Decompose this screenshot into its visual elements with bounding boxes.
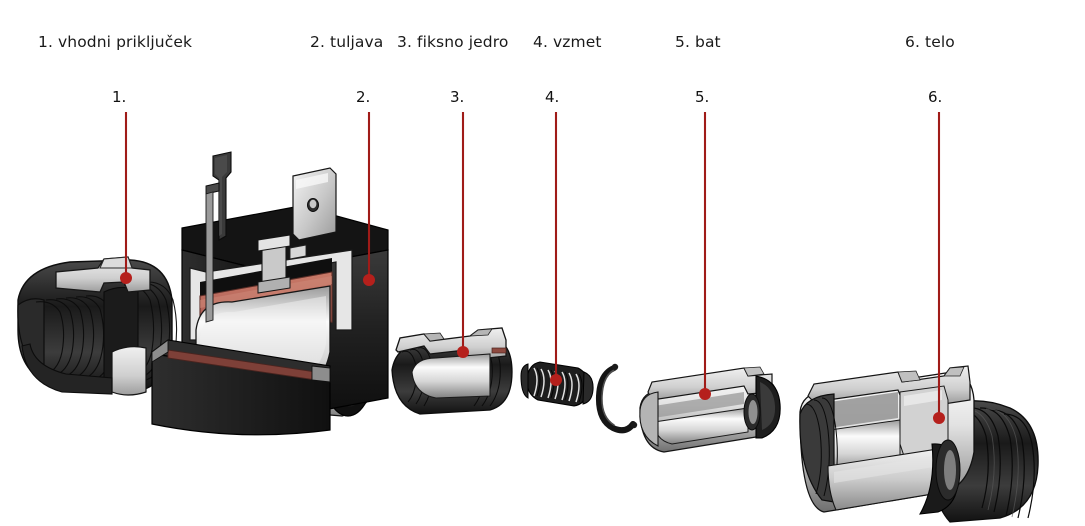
leader-lines (120, 112, 945, 424)
part-6-body (799, 365, 1039, 523)
callout-number-5: 5. (695, 88, 710, 106)
top-label-5: 5. bat (675, 33, 721, 51)
callout-number-1: 1. (112, 88, 127, 106)
callout-number-3: 3. (450, 88, 465, 106)
top-label-3: 3. fiksno jedro (397, 33, 509, 51)
callout-number-2: 2. (356, 88, 371, 106)
part-3-fixed-core (391, 327, 513, 415)
part-2-coil (151, 151, 389, 436)
callout-number-4: 4. (545, 88, 560, 106)
top-label-6: 6. telo (905, 33, 955, 51)
part-4-spring (520, 361, 638, 434)
part-5-plunger (639, 366, 781, 453)
top-label-4: 4. vzmet (533, 33, 602, 51)
top-label-1: 1. vhodni priključek (38, 33, 193, 51)
callout-number-6: 6. (928, 88, 943, 106)
top-label-2: 2. tuljava (310, 33, 384, 51)
